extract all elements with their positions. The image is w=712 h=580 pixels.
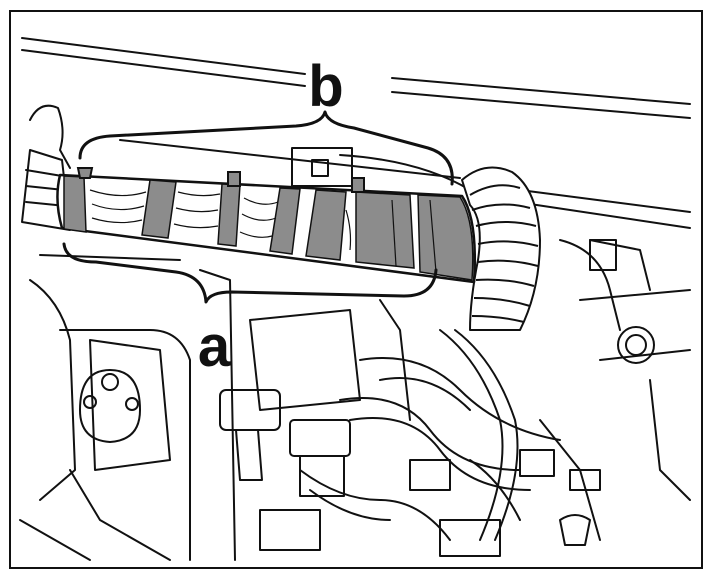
bolt-right xyxy=(125,397,139,411)
brace-a xyxy=(62,242,438,304)
bolt-left xyxy=(83,395,97,409)
label-b: b xyxy=(308,54,343,119)
loose-cables xyxy=(299,329,561,541)
bolt-center xyxy=(101,373,119,391)
grommet xyxy=(617,326,655,364)
lower-connectors xyxy=(219,239,617,557)
taped-harness xyxy=(56,167,477,284)
brace-b xyxy=(78,110,454,186)
label-a: a xyxy=(198,314,231,379)
mount-plate xyxy=(79,369,141,443)
figure-frame xyxy=(9,10,703,569)
upper-panel-lines xyxy=(21,37,691,229)
corrugated-conduit xyxy=(461,166,541,331)
cable-ties xyxy=(76,167,365,193)
tape-strokes xyxy=(89,189,437,273)
